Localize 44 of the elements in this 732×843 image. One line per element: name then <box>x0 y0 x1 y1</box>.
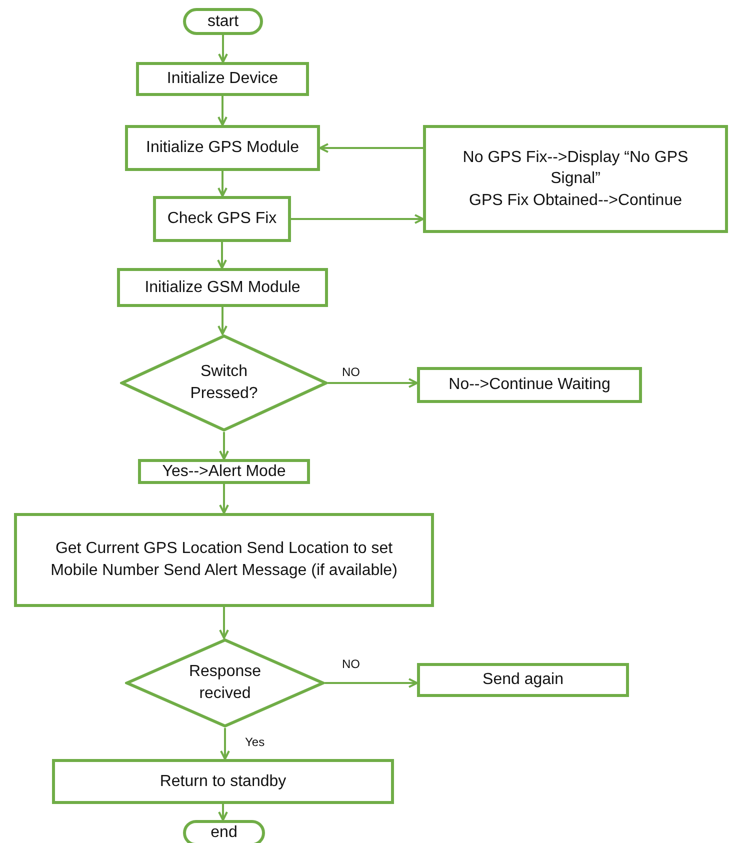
process-box <box>52 759 394 804</box>
arrow <box>218 804 228 821</box>
node-label: Response recived <box>188 662 262 704</box>
process-box <box>125 125 320 171</box>
node-label: end <box>210 823 238 843</box>
terminal-shape <box>183 820 265 843</box>
node-label: No GPS Fix-->Display “No GPS Signal” <box>462 148 690 190</box>
process-box <box>14 513 434 607</box>
edge-label: Yes <box>243 735 267 750</box>
node-label: start <box>207 12 239 32</box>
process-box <box>117 268 328 307</box>
process-box <box>138 459 310 484</box>
node-label: Initialize GPS Module <box>146 138 299 158</box>
node-label: Check GPS Fix <box>167 209 277 230</box>
node-label: Get Current GPS Location Send Location to set Mobile Number Send Alert Message (if available) <box>50 539 398 581</box>
arrow <box>219 484 229 514</box>
node-label: Initialize Device <box>166 69 278 90</box>
node-label: Switch Pressed? <box>189 362 259 404</box>
node-label: Return to standby <box>160 772 286 792</box>
process-box <box>423 125 728 233</box>
node-label: No-->Continue Waiting <box>448 375 610 396</box>
node-label: Send again <box>482 670 564 690</box>
edge-label: NO <box>340 657 362 672</box>
arrow <box>328 378 418 388</box>
arrow <box>325 678 418 688</box>
arrow <box>291 214 424 224</box>
process-box <box>417 663 629 697</box>
node-label: GPS Fix Obtained-->Continue <box>468 190 683 211</box>
arrow <box>218 171 228 197</box>
arrow <box>219 607 229 639</box>
arrow <box>218 307 228 335</box>
process-box <box>136 62 309 96</box>
node-label: Yes-->Alert Mode <box>162 462 286 482</box>
process-box <box>417 367 642 403</box>
arrow <box>319 143 423 153</box>
arrow <box>220 728 230 760</box>
node-label: Initialize GSM Module <box>144 278 300 298</box>
arrow <box>219 432 229 460</box>
edge-label: NO <box>340 365 362 380</box>
arrow <box>217 242 227 269</box>
terminal-shape <box>183 8 263 35</box>
arrow <box>218 96 228 126</box>
process-box <box>153 196 291 242</box>
arrow <box>218 35 228 63</box>
